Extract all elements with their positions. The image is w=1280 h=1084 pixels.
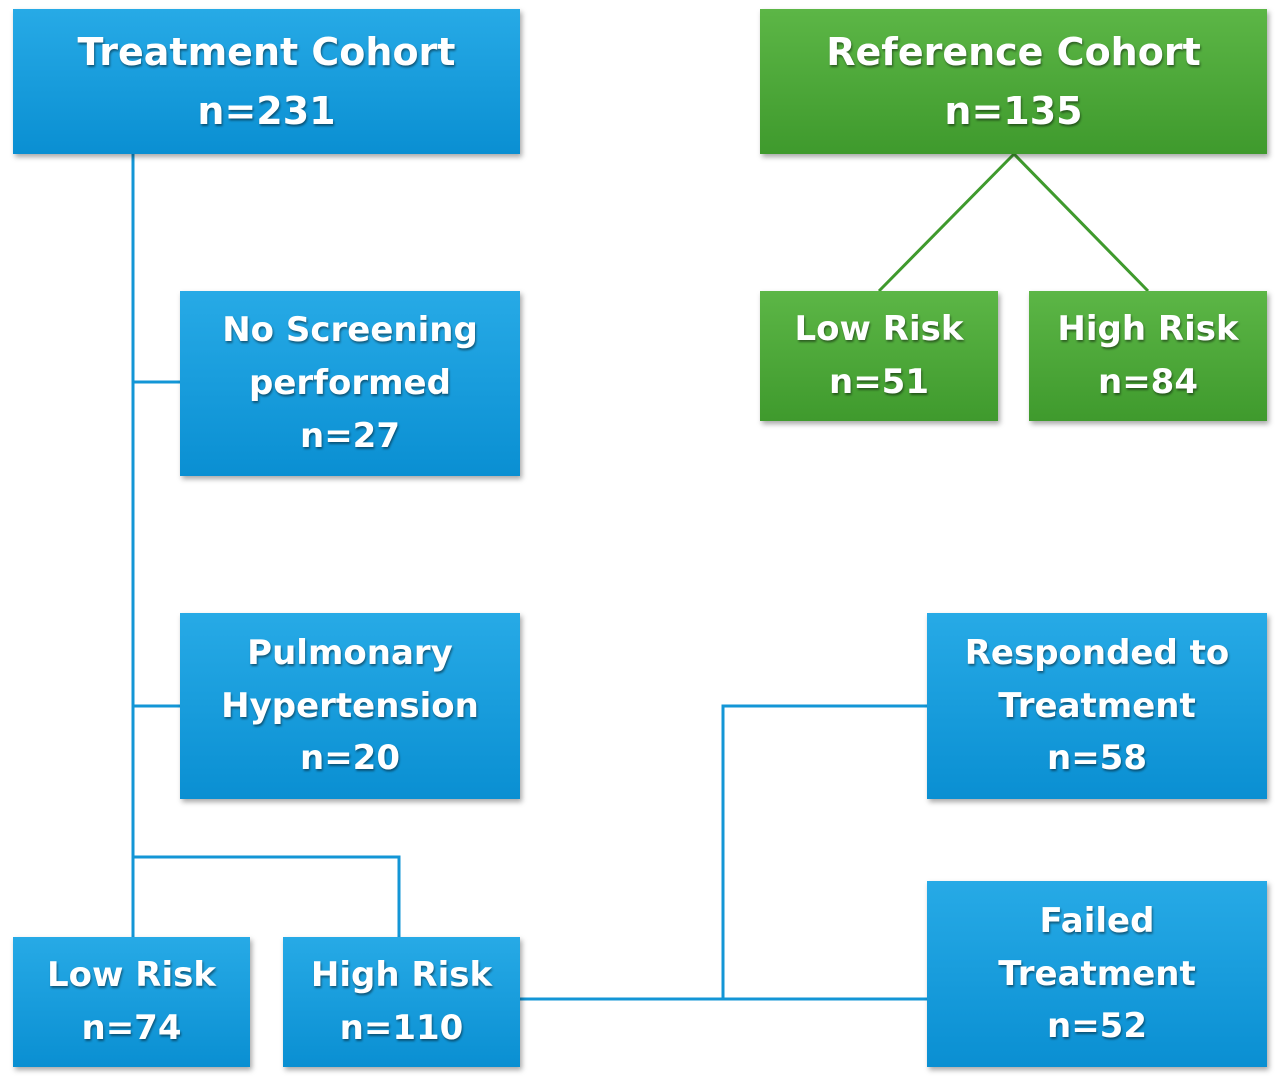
pulmonary-hypertension-box: Pulmonary Hypertension n=20 (180, 613, 520, 799)
treatment-low-risk-count: n=74 (81, 1008, 182, 1048)
reference-high-branch-line (1012, 152, 1150, 293)
failed-label-line2: Treatment (998, 953, 1196, 994)
responded-to-treatment-box: Responded to Treatment n=58 (927, 613, 1267, 799)
treatment-cohort-count: n=231 (197, 88, 336, 133)
treatment-low-risk-label: Low Risk (47, 955, 216, 996)
reference-low-risk-label: Low Risk (794, 309, 964, 350)
treatment-high-risk-label: High Risk (310, 955, 493, 996)
treatment-cohort-box: Treatment Cohort n=231 (13, 9, 520, 154)
treatment-cohort-title: Treatment Cohort (77, 29, 456, 74)
treatment-high-risk-box: High Risk n=110 (283, 937, 520, 1067)
treatment-high-risk-count: n=110 (339, 1008, 464, 1048)
responded-count: n=58 (1046, 738, 1147, 779)
reference-low-risk-box: Low Risk n=51 (760, 291, 998, 421)
no-screening-count: n=27 (299, 415, 400, 456)
reference-cohort-box: Reference Cohort n=135 (760, 9, 1267, 154)
no-screening-label-line1: No Screening (222, 310, 478, 351)
pulmonary-hypertension-label-line1: Pulmonary (247, 632, 453, 673)
failed-treatment-box: Failed Treatment n=52 (927, 881, 1267, 1067)
reference-cohort-count: n=135 (944, 88, 1083, 133)
failed-label-line1: Failed (1039, 900, 1155, 941)
responded-label-line2: Treatment (998, 685, 1196, 726)
reference-high-risk-box: High Risk n=84 (1029, 291, 1267, 421)
no-screening-label-line2: performed (249, 363, 451, 404)
reference-low-risk-count: n=51 (828, 362, 929, 402)
pulmonary-hypertension-count: n=20 (299, 738, 400, 779)
treatment-low-risk-box: Low Risk n=74 (13, 937, 250, 1067)
failed-count: n=52 (1046, 1006, 1147, 1047)
high-risk-branch-line (133, 855, 401, 937)
reference-high-risk-label: High Risk (1057, 309, 1239, 350)
responded-branch-line (721, 704, 927, 999)
reference-low-branch-line (877, 152, 1016, 293)
reference-high-risk-count: n=84 (1097, 362, 1198, 402)
reference-cohort-title: Reference Cohort (826, 29, 1201, 74)
no-screening-box: No Screening performed n=27 (180, 291, 520, 476)
responded-label-line1: Responded to (964, 632, 1230, 673)
pulmonary-hypertension-label-line2: Hypertension (221, 685, 479, 726)
